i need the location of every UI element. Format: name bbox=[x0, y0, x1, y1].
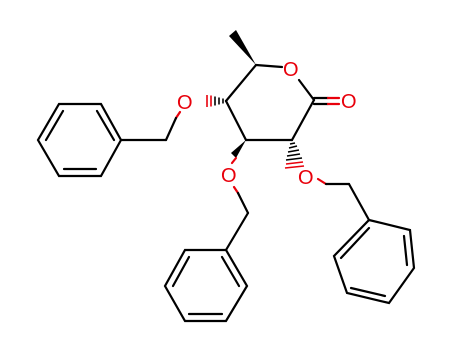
carbonyl bbox=[312, 96, 341, 106]
bond-c2-c1 bbox=[290, 98, 316, 142]
wedge-bond-c3-o bbox=[231, 140, 246, 158]
benzyl-group-4 bbox=[36, 102, 182, 178]
benzyloxy-oxygen-2-label: O bbox=[298, 167, 314, 189]
ring-oxygen-label: O bbox=[283, 59, 299, 81]
phenyl-ring-2 bbox=[332, 218, 416, 305]
benzyl-group-3 bbox=[163, 185, 250, 323]
benzyloxy-oxygen-3-label: O bbox=[221, 165, 237, 187]
phenyl-ring-3 bbox=[163, 248, 249, 323]
methyl-wedge-bond bbox=[229, 30, 256, 65]
bond-c4-c3 bbox=[224, 99, 248, 142]
bond-o-c1 bbox=[297, 78, 316, 102]
benzyloxy-oxygen-4-label: O bbox=[177, 92, 193, 114]
bond-c5-o bbox=[254, 63, 284, 69]
hashed-bond-c4-o bbox=[206, 95, 224, 107]
phenyl-ring-4 bbox=[36, 102, 123, 178]
bond-c5-c4 bbox=[224, 63, 258, 103]
hashed-bond-c2-o bbox=[284, 142, 305, 169]
benzyl-group-2 bbox=[316, 177, 416, 305]
ring bbox=[224, 63, 316, 142]
carbonyl-oxygen-label: O bbox=[341, 91, 357, 113]
bond-c3-o-tail bbox=[230, 156, 238, 165]
